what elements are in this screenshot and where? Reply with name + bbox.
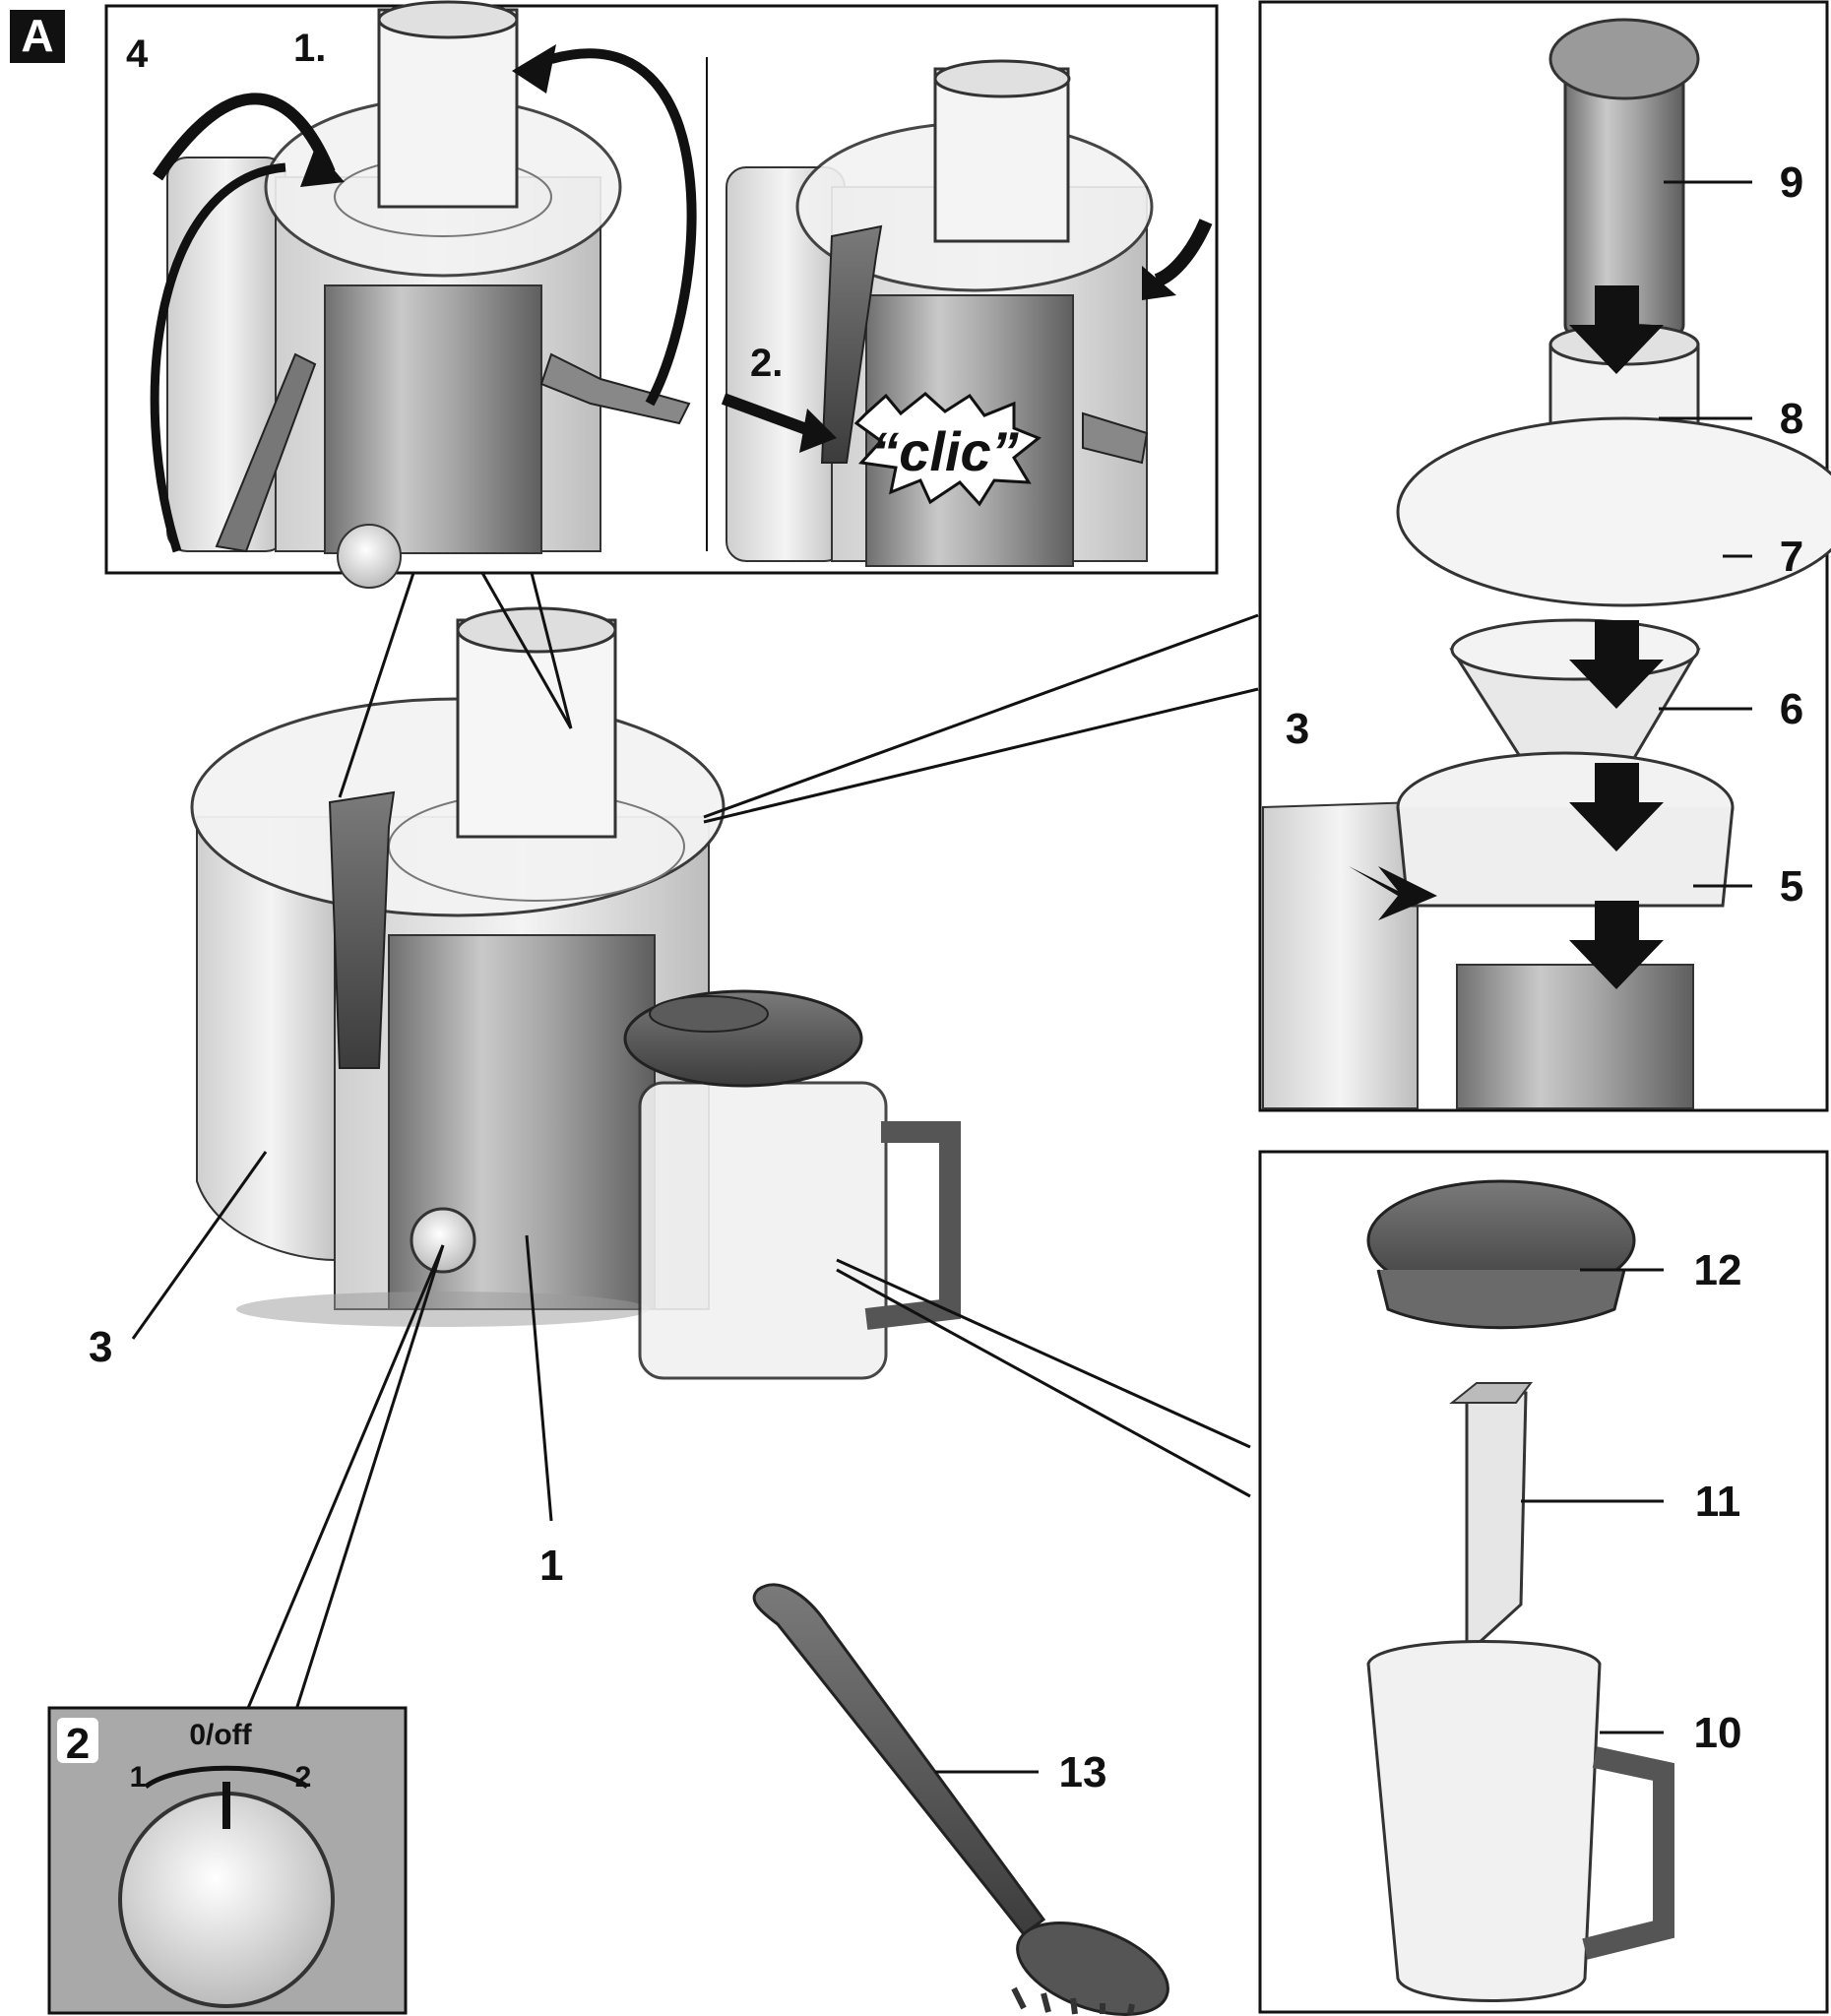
dial-label-2: 2: [295, 1761, 312, 1794]
callout-3-main: 3: [89, 1323, 112, 1371]
callout-3-inset: 3: [1286, 705, 1309, 753]
juicer-unlocked: [150, 0, 697, 589]
dial-label-1: 1: [130, 1761, 147, 1794]
juicer-locked: [721, 59, 1213, 567]
main-callout-lines: [131, 572, 1259, 1714]
dial-label-off: 0/off: [189, 1719, 252, 1751]
callout-12: 12: [1694, 1246, 1742, 1294]
step-1-label: 1.: [293, 27, 326, 70]
callout-10: 10: [1694, 1709, 1742, 1757]
callout-1: 1: [539, 1542, 563, 1590]
callout-6: 6: [1780, 685, 1803, 733]
callout-9: 9: [1780, 158, 1803, 207]
parts-explosion-inset: [1258, 0, 1831, 1112]
panel-a-badge: A: [10, 10, 65, 63]
lid-lock-inset: 4 1. 2. “clic”: [104, 0, 1219, 589]
cleaning-brush: [752, 1583, 1169, 2016]
callout-8: 8: [1780, 395, 1803, 443]
panel-letter: A: [21, 10, 53, 61]
callout-5: 5: [1780, 862, 1803, 911]
callout-7: 7: [1780, 533, 1803, 581]
main-jug: [623, 989, 961, 1380]
dial-inset: [47, 1706, 408, 2015]
dial-inset-number: 2: [66, 1720, 90, 1768]
step-2-label: 2.: [750, 342, 783, 385]
clic-sound-label: “clic”: [871, 420, 1018, 482]
step-4-label: 4: [126, 32, 149, 76]
jug-parts-inset: [1258, 1150, 1829, 2014]
callout-11: 11: [1695, 1478, 1741, 1526]
callout-13: 13: [1059, 1748, 1107, 1796]
